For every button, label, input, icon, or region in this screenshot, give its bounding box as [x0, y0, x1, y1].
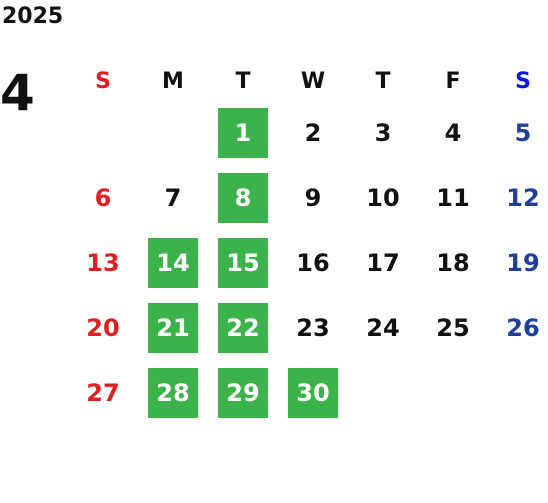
- weekday-header-sun: S: [95, 68, 111, 94]
- day-cell: 9: [278, 165, 348, 230]
- day-cell: [418, 360, 488, 425]
- day-number: 20: [86, 313, 120, 342]
- day-number: [78, 108, 128, 158]
- day-number: 4: [444, 118, 462, 147]
- day-cell: 16: [278, 230, 348, 295]
- calendar-year: 2025: [2, 4, 64, 29]
- calendar-grid: S M T W T F S 1 2 3 4 5 6 7 8 9 10 11 12…: [68, 62, 548, 425]
- day-number: 3: [374, 118, 392, 147]
- day-number: 11: [436, 183, 470, 212]
- day-cell: 12: [488, 165, 548, 230]
- day-cell: 4: [418, 100, 488, 165]
- day-cell: 1: [208, 100, 278, 165]
- day-cell: 14: [138, 230, 208, 295]
- day-number: 2: [304, 118, 322, 147]
- day-cell: 15: [208, 230, 278, 295]
- day-cell: 2: [278, 100, 348, 165]
- day-cell: 26: [488, 295, 548, 360]
- weekday-header-tue: T: [235, 68, 251, 94]
- day-number: 22: [218, 302, 268, 353]
- day-cell: [138, 100, 208, 165]
- day-number: [428, 368, 478, 418]
- day-cell: 22: [208, 295, 278, 360]
- day-cell: 27: [68, 360, 138, 425]
- day-cell: 23: [278, 295, 348, 360]
- day-number: 8: [218, 172, 268, 223]
- day-cell: 28: [138, 360, 208, 425]
- day-cell: 5: [488, 100, 548, 165]
- day-cell: 30: [278, 360, 348, 425]
- day-number: 15: [218, 237, 268, 288]
- day-cell: 13: [68, 230, 138, 295]
- day-cell: 19: [488, 230, 548, 295]
- day-number: 19: [506, 248, 540, 277]
- day-cell: [68, 100, 138, 165]
- weekday-header-sat: S: [515, 68, 531, 94]
- weekday-header-fri: F: [445, 68, 461, 94]
- day-number: [358, 368, 408, 418]
- day-number: 28: [148, 367, 198, 418]
- day-number: 7: [164, 183, 182, 212]
- day-cell: 8: [208, 165, 278, 230]
- day-number: 5: [514, 118, 532, 147]
- day-cell: [348, 360, 418, 425]
- day-number: 30: [288, 367, 338, 418]
- day-number: 16: [296, 248, 330, 277]
- day-number: [498, 368, 548, 418]
- day-cell: 17: [348, 230, 418, 295]
- day-number: 14: [148, 237, 198, 288]
- weekday-header-wed: W: [300, 68, 326, 94]
- day-number: 17: [366, 248, 400, 277]
- day-number: 21: [148, 302, 198, 353]
- calendar-month: 4: [0, 64, 35, 122]
- weekday-header-thu: T: [375, 68, 391, 94]
- day-number: 29: [218, 367, 268, 418]
- day-number: [148, 108, 198, 158]
- day-number: 25: [436, 313, 470, 342]
- day-cell: 3: [348, 100, 418, 165]
- day-number: 13: [86, 248, 120, 277]
- day-cell: [488, 360, 548, 425]
- day-cell: 6: [68, 165, 138, 230]
- weekday-header-mon: M: [162, 68, 184, 94]
- day-number: 27: [86, 378, 120, 407]
- day-number: 10: [366, 183, 400, 212]
- day-cell: 18: [418, 230, 488, 295]
- day-cell: 25: [418, 295, 488, 360]
- day-number: 18: [436, 248, 470, 277]
- day-number: 23: [296, 313, 330, 342]
- day-number: 26: [506, 313, 540, 342]
- day-number: 12: [506, 183, 540, 212]
- day-cell: 10: [348, 165, 418, 230]
- day-cell: 29: [208, 360, 278, 425]
- day-number: 9: [304, 183, 322, 212]
- day-cell: 24: [348, 295, 418, 360]
- day-cell: 7: [138, 165, 208, 230]
- day-cell: 11: [418, 165, 488, 230]
- day-number: 24: [366, 313, 400, 342]
- day-cell: 20: [68, 295, 138, 360]
- day-number: 1: [218, 107, 268, 158]
- day-number: 6: [94, 183, 112, 212]
- day-cell: 21: [138, 295, 208, 360]
